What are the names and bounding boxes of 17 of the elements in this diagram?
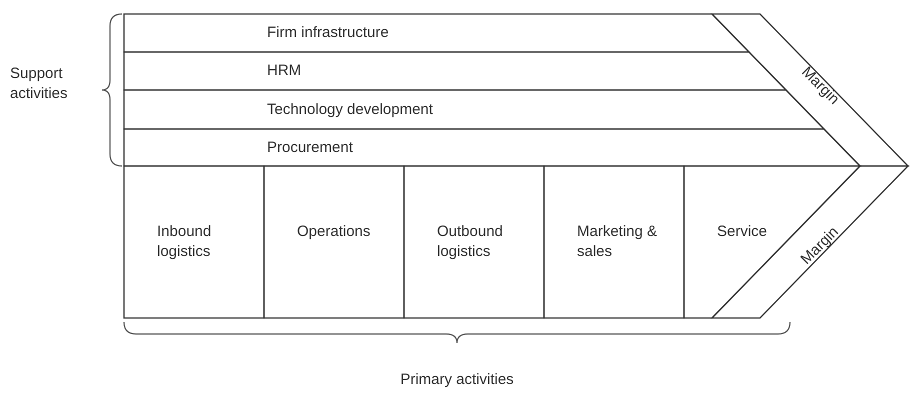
primary-activity-column <box>684 166 860 318</box>
primary-activity-column <box>124 166 264 318</box>
activity-label: Procurement <box>267 138 354 158</box>
activity-label: HRM <box>267 61 302 81</box>
margin-band <box>712 166 908 318</box>
activity-label: Inbound logistics <box>157 222 212 262</box>
primary-activity-column <box>404 166 544 318</box>
activity-label: Operations <box>297 222 372 242</box>
activity-label: Technology development <box>267 100 434 120</box>
group-label: Primary activities <box>399 370 515 390</box>
primary-activity-column <box>264 166 404 318</box>
activity-label: Marketing & sales <box>577 222 658 262</box>
activity-label: Firm infrastructure <box>267 23 390 43</box>
margin-band <box>712 14 908 166</box>
group-label: Support activities <box>10 64 69 104</box>
activity-label: Outbound logistics <box>437 222 504 262</box>
primary-activity-column <box>544 166 684 318</box>
